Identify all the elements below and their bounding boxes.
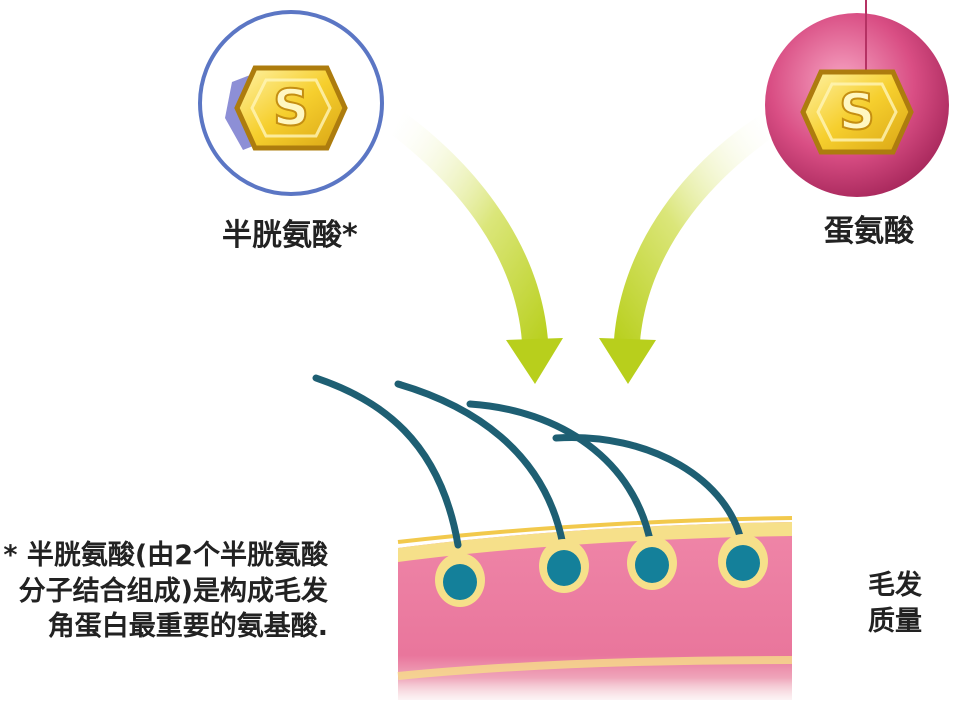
methionine-symbol: S — [839, 83, 875, 141]
skin-cross-section — [397, 516, 793, 708]
down-arrow-icon — [599, 338, 656, 384]
skin-layer — [398, 522, 792, 700]
down-arrow-icon — [506, 338, 563, 384]
hair-label-line: 质量 — [868, 605, 922, 637]
hair-strands — [312, 374, 768, 607]
hair-strand — [466, 400, 655, 549]
right-arrow-shaft — [614, 115, 772, 342]
footnote-container: * 半胱氨酸(由2个半胱氨酸 分子结合组成)是构成毛发 角蛋白最重要的氨基酸. — [0, 530, 346, 650]
hair-follicle — [718, 534, 768, 588]
hair-strand — [552, 434, 746, 549]
hair-follicle — [435, 553, 485, 607]
footnote-line: 角蛋白最重要的氨基酸. — [47, 611, 328, 643]
right-arrow — [599, 115, 772, 384]
left-arrow — [392, 112, 563, 384]
hair-label-line: 毛发 — [868, 570, 922, 601]
footnote: * 半胱氨酸(由2个半胱氨酸 分子结合组成)是构成毛发 角蛋白最重要的氨基酸. — [3, 538, 328, 645]
hair-follicle — [627, 536, 677, 590]
cysteine-molecule: S — [198, 10, 384, 196]
methionine-label: 蛋氨酸 — [824, 214, 914, 249]
footnote-line: * 半胱氨酸(由2个半胱氨酸 — [3, 540, 328, 571]
cysteine-label: 半胱氨酸* — [222, 218, 358, 253]
skin-surface — [398, 522, 792, 562]
cysteine-symbol: S — [273, 79, 309, 137]
sulfur-hexagon-icon — [234, 65, 348, 151]
hair-quality-label: 毛发 质量 — [868, 568, 922, 639]
hair-follicle — [539, 539, 589, 593]
left-arrow-shaft — [392, 112, 548, 342]
hair-strand — [312, 374, 462, 549]
sulfur-hexagon-icon — [800, 69, 914, 155]
hair-strand — [394, 380, 567, 549]
footnote-line: 分子结合组成)是构成毛发 — [18, 575, 328, 607]
methionine-molecule: S — [765, 0, 949, 197]
